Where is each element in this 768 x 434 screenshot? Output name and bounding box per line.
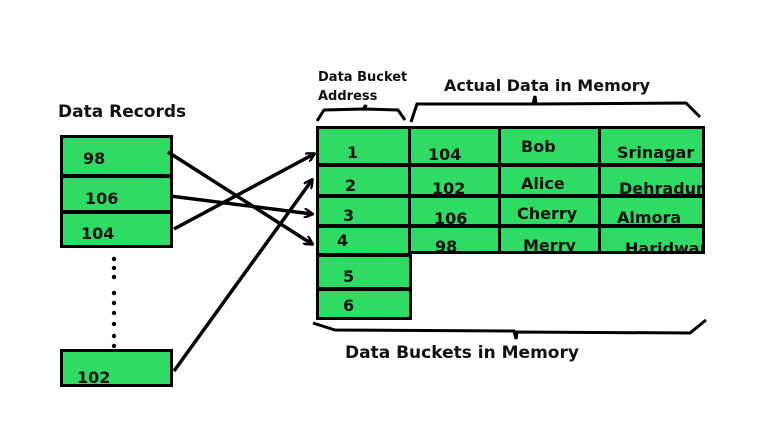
bucket-number: 4 [337, 231, 349, 250]
memory-name: Merry [523, 236, 576, 254]
bucket-6: 6 [316, 288, 412, 320]
record-value: 102 [77, 368, 111, 387]
bucket-address-label-line2: Address [318, 89, 378, 104]
actual-data-brace [409, 95, 702, 123]
buckets-in-memory-brace [312, 318, 707, 340]
bucket-1: 1 [316, 126, 412, 166]
memory-city-cell: Dehradun [598, 164, 705, 197]
record-104: 104 [60, 211, 173, 248]
memory-name: Cherry [517, 204, 578, 223]
record-value: 106 [85, 189, 119, 208]
bucket-number: 1 [347, 143, 359, 162]
bucket-address-label-line1: Data Bucket [318, 70, 408, 85]
memory-city: Srinagar [617, 143, 695, 162]
memory-id: 106 [434, 209, 468, 228]
bucket-number: 5 [343, 267, 355, 286]
memory-id: 98 [435, 237, 458, 254]
bucket-number: 3 [343, 206, 355, 225]
data-records-label: Data Records [58, 102, 187, 122]
record-102: 102 [60, 349, 173, 387]
record-98: 98 [60, 135, 173, 177]
memory-name-cell: Merry [498, 225, 602, 254]
ellipsis-dots [111, 256, 117, 349]
memory-city: Dehradun [619, 179, 705, 197]
arrow-104-to-1 [173, 154, 314, 231]
memory-name: Alice [521, 174, 565, 193]
bucket-number: 2 [345, 176, 357, 195]
arrow-98-to-4 [167, 150, 312, 244]
bucket-4: 4 [316, 225, 412, 256]
arrow-102-to-2 [172, 180, 312, 373]
memory-id: 104 [428, 145, 462, 164]
record-value: 98 [83, 149, 106, 168]
memory-name: Bob [521, 137, 556, 156]
memory-id: 102 [432, 179, 466, 198]
bucket-5: 5 [316, 254, 412, 290]
buckets-in-memory-label: Data Buckets in Memory [345, 343, 579, 363]
memory-city-cell: Haridwar [598, 225, 705, 254]
memory-city: Haridwar [625, 239, 705, 254]
memory-city: Almora [617, 208, 682, 227]
memory-city-cell: Srinagar [598, 126, 705, 166]
bucket-number: 6 [343, 296, 355, 315]
actual-data-label: Actual Data in Memory [444, 76, 651, 95]
memory-id-cell: 98 [408, 225, 502, 254]
record-value: 104 [81, 224, 115, 243]
bucket-address-brace [315, 104, 407, 122]
